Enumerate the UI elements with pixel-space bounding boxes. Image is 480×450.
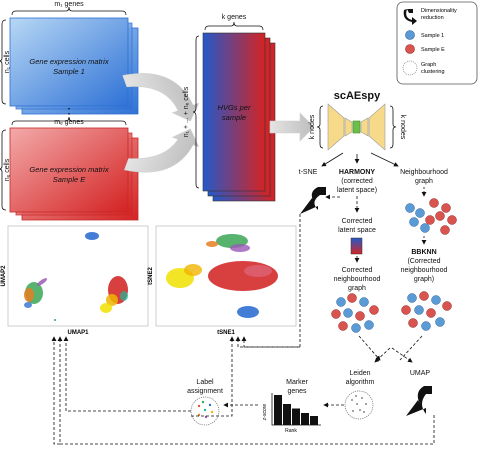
tsne-plot: tSNE1 tSNE2 <box>148 225 297 336</box>
bar-plot-bar <box>292 408 300 425</box>
matrix-sample-e-subtitle: Sample E <box>53 175 87 184</box>
arrow-to-scaespy <box>269 112 315 142</box>
merge-arrows <box>122 73 200 173</box>
step-corrected-latent-line2: latent space <box>338 227 376 234</box>
step-leiden: Leiden <box>349 370 370 377</box>
legend-sample1: Sample 1 <box>421 33 444 39</box>
step-bbknn-line3: neighbourhood <box>401 267 448 274</box>
step-bbknn-line2: (Corrected <box>407 258 440 265</box>
step-leiden-line2: algorithm <box>346 379 375 386</box>
matrix-sample-1: Gene expression matrix Sample 1 m₁ genes… <box>0 1 139 115</box>
step-neighbourhood: Neighbourhood <box>400 169 448 176</box>
step-corrected-graph-line2: neighbourhood <box>334 276 381 283</box>
bar-plot-ylabel: z-score <box>262 404 268 422</box>
scaespy-title: scAEspy <box>334 90 381 102</box>
bar-plot-bar <box>310 416 318 425</box>
umap-plot: UMAP1 UMAP2 <box>1 225 149 336</box>
bbknn-graph-nodes <box>401 291 452 331</box>
matrix-sample-e-genes-label: mₑ genes <box>54 119 84 126</box>
legend: Dimensionality reduction Sample 1 Sample… <box>396 1 478 85</box>
matrix-sample-1-cells-label: n₁ cells <box>4 50 11 73</box>
legend-dimred-line1: Dimensionality <box>421 8 457 14</box>
matrix-sample-e-title: Gene expression matrix <box>29 165 108 174</box>
feedback-arrows <box>51 214 435 445</box>
matrix-sample-e: Gene expression matrix Sample E mₑ genes… <box>0 116 139 221</box>
hvg-matrix: HVGs per sample k genes n₁ + ... + nₑ ce… <box>183 14 276 202</box>
hvg-genes-label: k genes <box>222 14 247 21</box>
scaespy-autoencoder: scAEspy k nodes k nodes <box>309 90 406 151</box>
neighbourhood-graph-nodes <box>405 198 457 235</box>
umap-arrow-icon <box>406 386 432 416</box>
bar-plot-bar <box>301 413 309 425</box>
matrix-sample-e-cells-label: nₑ cells <box>4 158 11 181</box>
scaespy-right-nodes: k nodes <box>399 115 406 140</box>
legend-graph-line1: Graph <box>421 62 436 68</box>
bar-plot-xlabel: Rank <box>285 428 297 434</box>
leiden-clustering-icon <box>344 390 374 420</box>
step-bbknn-line4: graph) <box>414 276 434 283</box>
legend-graph-line2: clustering <box>421 69 445 75</box>
pipeline-steps: t-SNE HARMONY (corrected latent space) N… <box>187 152 457 434</box>
legend-dimred-line2: reduction <box>421 15 444 21</box>
step-label-assignment-line2: assignment <box>187 388 223 395</box>
graph-clustering-icon <box>402 60 418 76</box>
corrected-latent-matrix-icon <box>350 237 363 255</box>
step-marker-genes: Marker <box>286 379 308 386</box>
step-harmony-line2: (corrected <box>341 178 373 185</box>
hvg-title: HVGs per <box>218 103 251 112</box>
tsne-arrow-icon <box>300 187 326 214</box>
umap-ylabel: UMAP2 <box>1 265 7 287</box>
step-harmony: HARMONY <box>339 169 375 176</box>
umap-xlabel: UMAP1 <box>67 330 89 336</box>
tsne-xlabel: tSNE1 <box>217 330 235 336</box>
matrix-sample-1-title: Gene expression matrix <box>29 57 108 66</box>
ellipsis-dots: ⋮ <box>62 105 76 121</box>
step-harmony-line3: latent space) <box>337 187 377 194</box>
step-tsne: t-SNE <box>299 169 318 176</box>
step-corrected-graph: Corrected <box>342 267 373 274</box>
matrix-sample-1-genes-label: m₁ genes <box>54 1 84 8</box>
tsne-ylabel: tSNE2 <box>148 267 154 285</box>
step-marker-genes-line2: genes <box>287 388 307 395</box>
step-corrected-graph-line3: graph <box>348 285 366 292</box>
hvg-subtitle: sample <box>222 113 246 122</box>
sample-e-node-icon <box>405 44 415 54</box>
step-bbknn: BBKNN <box>411 249 436 256</box>
scaespy-left-nodes: k nodes <box>309 114 316 139</box>
dimensionality-reduction-icon <box>403 9 417 25</box>
bar-plot-bar <box>274 395 282 425</box>
step-neighbourhood-line2: graph <box>415 178 433 185</box>
step-corrected-latent: Corrected <box>342 218 373 225</box>
corrected-graph-nodes <box>331 293 379 333</box>
matrix-sample-1-subtitle: Sample 1 <box>53 67 85 76</box>
bar-plot-bar <box>283 404 291 425</box>
step-umap: UMAP <box>410 370 431 377</box>
legend-sampleE: Sample E <box>421 47 445 53</box>
sample-1-node-icon <box>405 30 415 40</box>
marker-genes-bar-plot <box>271 393 321 426</box>
hvg-cells-label: n₁ + ... + nₑ cells <box>183 86 190 137</box>
step-label-assignment: Label <box>196 379 214 386</box>
